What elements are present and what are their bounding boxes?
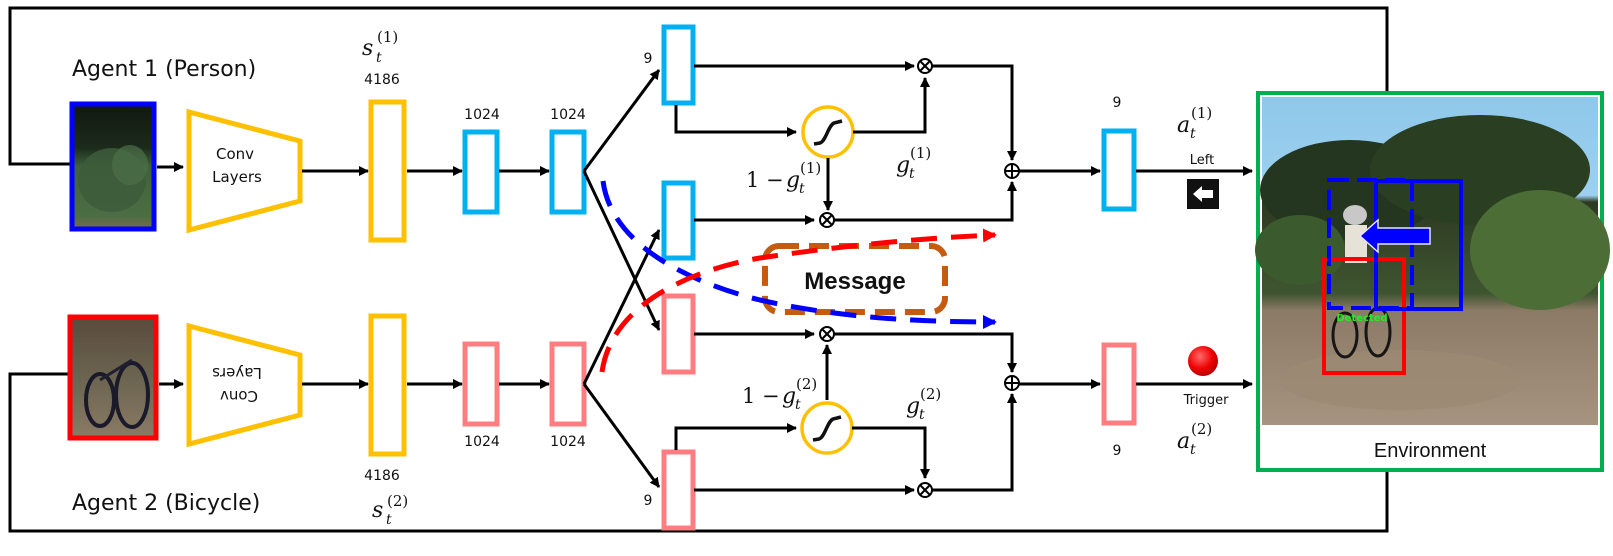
agent2-state-vector: [368, 313, 407, 457]
feedback-loop-agent1: [8, 6, 1389, 166]
svg-text:a: a: [1177, 429, 1190, 454]
agent2-action-name: Trigger: [1183, 393, 1229, 408]
agent2-conv-layers: Conv Layers: [186, 322, 303, 448]
agent2-observation-image: [67, 314, 159, 441]
agent1-conv-label-1: Conv: [216, 145, 254, 163]
svg-text:t: t: [795, 397, 801, 413]
svg-text:g: g: [896, 153, 910, 178]
message-path-agent1-to-agent2: [600, 180, 997, 329]
svg-text:1 −: 1 −: [746, 168, 784, 192]
agent2-state-dim: 4186: [364, 468, 400, 484]
agent1-observation-image: [69, 101, 157, 232]
agent1-fc2: [549, 129, 587, 215]
agent1-mult-bottom-to-add: [834, 181, 1017, 222]
agent2-self-branch: [661, 449, 696, 531]
svg-text:a: a: [1177, 113, 1190, 138]
agent2-conv-label-1: Conv: [220, 387, 258, 405]
agent1-add-node: [1004, 163, 1020, 179]
agent2-mult-bottom-to-add: [932, 393, 1017, 492]
agent2-output-dim: 9: [1113, 443, 1122, 459]
svg-text:(1): (1): [377, 28, 398, 46]
left-arrow-key-icon: [1187, 179, 1219, 209]
agent2-fc1-dim: 1024: [464, 434, 500, 450]
agent2-multiply-top: [819, 326, 835, 342]
feedback-loop-agent2: [8, 372, 1389, 533]
environment-label: Environment: [1374, 440, 1487, 462]
agent1-gate-to-mult: [853, 77, 930, 134]
environment-scene-image: Detected: [1255, 97, 1610, 425]
agent1-state-symbol: s t (1): [362, 28, 398, 66]
agent2-state-symbol: s t (2): [372, 492, 408, 528]
agent2-action-symbol: a t (2): [1177, 420, 1212, 458]
svg-text:t: t: [799, 181, 805, 197]
agent2-gate-label: g t (2): [906, 385, 941, 423]
agent1-sigmoid-gate: [801, 105, 855, 159]
agent1-one-minus-gate-label: 1 − g t (1): [746, 159, 821, 197]
svg-text:(1): (1): [800, 159, 821, 177]
agent2-gate-to-mult: [852, 426, 930, 479]
agent1-multiply-bottom: [819, 212, 835, 228]
message-label: Message: [804, 268, 905, 295]
message-path-agent2-to-agent1: [599, 228, 997, 373]
agent1-gate-label: g t (1): [896, 144, 931, 182]
agent1-self-to-gate: [674, 105, 797, 137]
agent2-mult-top-to-add: [834, 332, 1017, 373]
agent2-multiply-bottom: [917, 482, 933, 498]
agent2-title: Agent 2 (Bicycle): [72, 491, 260, 516]
environment-panel: Detected Environment: [1255, 91, 1610, 472]
red-trigger-button-icon: [1188, 346, 1218, 376]
agent2-conv-label-2: Layers: [212, 364, 262, 382]
svg-text:t: t: [1190, 126, 1196, 142]
agent2-fc2-dim: 1024: [550, 434, 586, 450]
agent2-add-node: [1004, 375, 1020, 391]
svg-text:s: s: [362, 36, 373, 61]
svg-text:g: g: [786, 168, 800, 193]
agent1-message-branch: [661, 180, 696, 261]
detected-label: Detected: [1336, 313, 1387, 324]
agent1-output-vector: [1101, 128, 1137, 212]
svg-text:t: t: [376, 50, 382, 66]
agent1-multiply-top: [917, 58, 933, 74]
agent1-fc1: [462, 129, 500, 215]
agent2-branch-dim: 9: [644, 493, 653, 509]
agent1-state-vector: [368, 99, 407, 243]
svg-text:s: s: [372, 498, 383, 523]
agent1-mult-top-to-add: [932, 64, 1017, 161]
svg-text:t: t: [919, 407, 925, 423]
svg-text:t: t: [1190, 442, 1196, 458]
svg-text:g: g: [782, 384, 796, 409]
svg-text:(2): (2): [387, 492, 408, 510]
svg-text:t: t: [386, 512, 392, 528]
agent1-conv-layers: Conv Layers: [186, 108, 303, 234]
message-box: Message: [762, 243, 948, 315]
agent2-self-to-gate: [674, 423, 797, 450]
agent1-conv-label-2: Layers: [212, 168, 262, 186]
agent2-fc1: [462, 341, 500, 427]
svg-text:1 −: 1 −: [742, 384, 780, 408]
agent1-output-dim: 9: [1113, 95, 1122, 111]
agent2-one-minus-gate-label: 1 − g t (2): [742, 375, 817, 413]
agent1-title: Agent 1 (Person): [72, 57, 256, 82]
agent1-fc1-dim: 1024: [464, 107, 500, 123]
agent1-branch-dim: 9: [644, 51, 653, 67]
agent2-sigmoid-gate: [800, 401, 854, 455]
svg-text:(2): (2): [920, 385, 941, 403]
svg-text:(1): (1): [910, 144, 931, 162]
agent1-fc2-dim: 1024: [550, 107, 586, 123]
agent1-action-symbol: a t (1): [1177, 104, 1212, 142]
svg-text:t: t: [909, 166, 915, 182]
agent1-self-branch: [661, 24, 696, 106]
svg-text:(1): (1): [1191, 104, 1212, 122]
svg-text:(2): (2): [796, 375, 817, 393]
svg-text:g: g: [906, 394, 920, 419]
agent2-output-vector: [1101, 342, 1137, 426]
agent2-fc2: [549, 341, 587, 427]
branch-arrows: [582, 69, 661, 488]
agent2-message-branch: [661, 293, 696, 375]
agent1-action-name: Left: [1190, 153, 1214, 168]
svg-text:(2): (2): [1191, 420, 1212, 438]
agent1-state-dim: 4186: [364, 72, 400, 88]
